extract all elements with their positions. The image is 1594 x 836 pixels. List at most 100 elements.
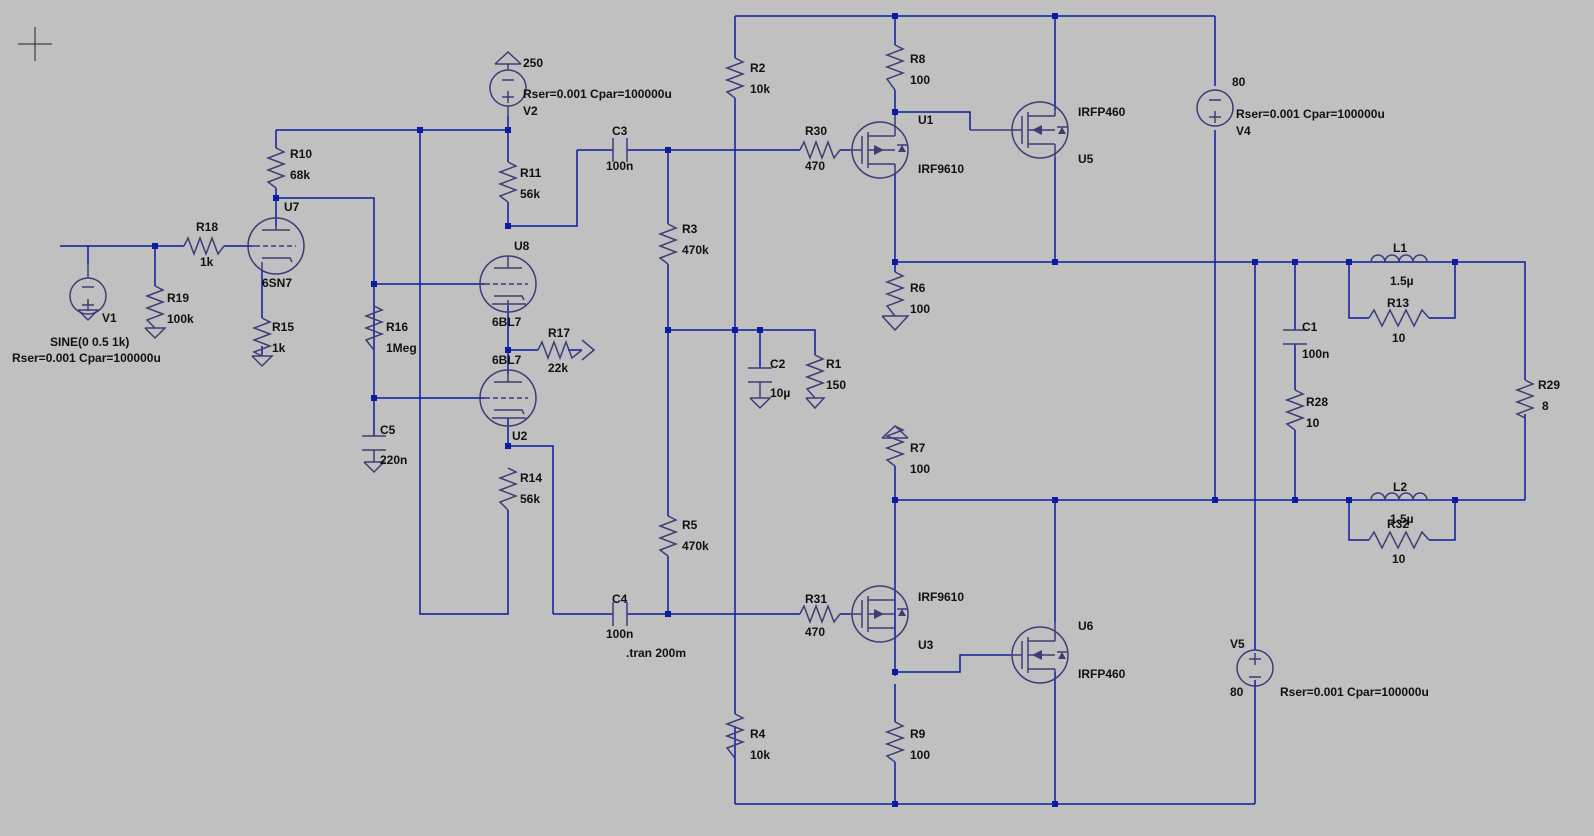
triode-u7-symbol [247, 217, 305, 275]
v2-name: V2 [523, 104, 538, 118]
c1-name: C1 [1302, 320, 1318, 334]
v4-params: Rser=0.001 Cpar=100000u [1236, 107, 1385, 121]
c4-name: C4 [612, 592, 628, 606]
r30-value: 470 [805, 159, 825, 173]
r7-name: R7 [910, 441, 926, 455]
junctions [152, 13, 1458, 807]
l2-name: L2 [1393, 480, 1407, 494]
spice-directive-tran[interactable]: .tran 200m [626, 646, 686, 660]
r31-name: R31 [805, 592, 827, 606]
resistor-symbols [144, 44, 1536, 763]
r13-value: 10 [1392, 331, 1406, 345]
r17-value: 22k [548, 361, 568, 375]
c3-value: 100n [606, 159, 633, 173]
u5-model: IRFP460 [1078, 105, 1126, 119]
mosfet-u3-symbol [850, 585, 909, 643]
r8-name: R8 [910, 52, 926, 66]
c5-value: 220n [380, 453, 407, 467]
u8-name: U8 [514, 239, 530, 253]
v1-name: V1 [102, 311, 117, 325]
r15-value: 1k [272, 341, 286, 355]
r28-name: R28 [1306, 395, 1328, 409]
voltage-source-v1-symbol [69, 264, 107, 315]
r17-name: R17 [548, 326, 570, 340]
voltage-source-v2-symbol [489, 64, 527, 116]
r19-name: R19 [167, 291, 189, 305]
u2-model: 6BL7 [492, 353, 522, 367]
u2-name: U2 [512, 429, 528, 443]
r18-name: R18 [196, 220, 218, 234]
l1-value: 1.5µ [1390, 274, 1414, 288]
r13-name: R13 [1387, 296, 1409, 310]
r9-name: R9 [910, 727, 926, 741]
c5-name: C5 [380, 423, 396, 437]
r14-value: 56k [520, 492, 540, 506]
v2-params: Rser=0.001 Cpar=100000u [523, 87, 672, 101]
v4-value: 80 [1232, 75, 1246, 89]
u5-name: U5 [1078, 152, 1094, 166]
v5-name: V5 [1230, 637, 1245, 651]
v1-params: Rser=0.001 Cpar=100000u [12, 351, 161, 365]
r4-value: 10k [750, 748, 770, 762]
u7-name: U7 [284, 200, 300, 214]
u6-model: IRFP460 [1078, 667, 1126, 681]
v2-value: 250 [523, 56, 543, 70]
r7-value: 100 [910, 462, 930, 476]
u1-name: U1 [918, 113, 934, 127]
r3-value: 470k [682, 243, 709, 257]
r28-value: 10 [1306, 416, 1320, 430]
r6-name: R6 [910, 281, 926, 295]
c3-name: C3 [612, 124, 628, 138]
r5-value: 470k [682, 539, 709, 553]
mosfet-u6-symbol [1010, 622, 1069, 684]
u7-model: 6SN7 [262, 276, 292, 290]
u6-name: U6 [1078, 619, 1094, 633]
inductor-symbols [1369, 254, 1429, 501]
c1-value: 100n [1302, 347, 1329, 361]
triode-u2-symbol [479, 369, 537, 427]
r31-value: 470 [805, 625, 825, 639]
wires [60, 15, 1526, 805]
crosshair-cursor-icon [18, 27, 52, 61]
triode-u8-symbol [479, 255, 537, 313]
r1-value: 150 [826, 378, 846, 392]
r18-value: 1k [200, 255, 214, 269]
r9-value: 100 [910, 748, 930, 762]
voltage-source-v4-symbol [1196, 89, 1234, 127]
l1-name: L1 [1393, 241, 1407, 255]
c4-value: 100n [606, 627, 633, 641]
v4-name: V4 [1236, 124, 1251, 138]
r29-name: R29 [1538, 378, 1560, 392]
u1-model: IRF9610 [918, 162, 964, 176]
mosfet-u1-symbol [850, 116, 909, 179]
r30-name: R30 [805, 124, 827, 138]
r15-name: R15 [272, 320, 294, 334]
l2-value: 1.5µ [1390, 512, 1414, 526]
u8-model: 6BL7 [492, 315, 522, 329]
r10-name: R10 [290, 147, 312, 161]
c2-value: 10µ [770, 386, 790, 400]
u3-name: U3 [918, 638, 934, 652]
r32-name: R32 [1387, 517, 1409, 531]
component-labels: V1 SINE(0 0.5 1k) Rser=0.001 Cpar=100000… [12, 52, 1560, 762]
r32-value: 10 [1392, 552, 1406, 566]
v5-value: 80 [1230, 685, 1244, 699]
r1-name: R1 [826, 357, 842, 371]
r5-name: R5 [682, 518, 698, 532]
v1-sine-spec: SINE(0 0.5 1k) [50, 335, 129, 349]
r16-value: 1Meg [386, 341, 417, 355]
u3-model: IRF9610 [918, 590, 964, 604]
c2-name: C2 [770, 357, 786, 371]
capacitor-symbols [362, 138, 1307, 626]
v5-params: Rser=0.001 Cpar=100000u [1280, 685, 1429, 699]
r11-value: 56k [520, 187, 540, 201]
r10-value: 68k [290, 168, 310, 182]
r2-value: 10k [750, 82, 770, 96]
mosfet-u5-symbol [970, 101, 1069, 159]
r6-value: 100 [910, 302, 930, 316]
r16-name: R16 [386, 320, 408, 334]
voltage-source-v5-symbol [1236, 649, 1274, 687]
r8-value: 100 [910, 73, 930, 87]
r29-value: 8 [1542, 399, 1549, 413]
